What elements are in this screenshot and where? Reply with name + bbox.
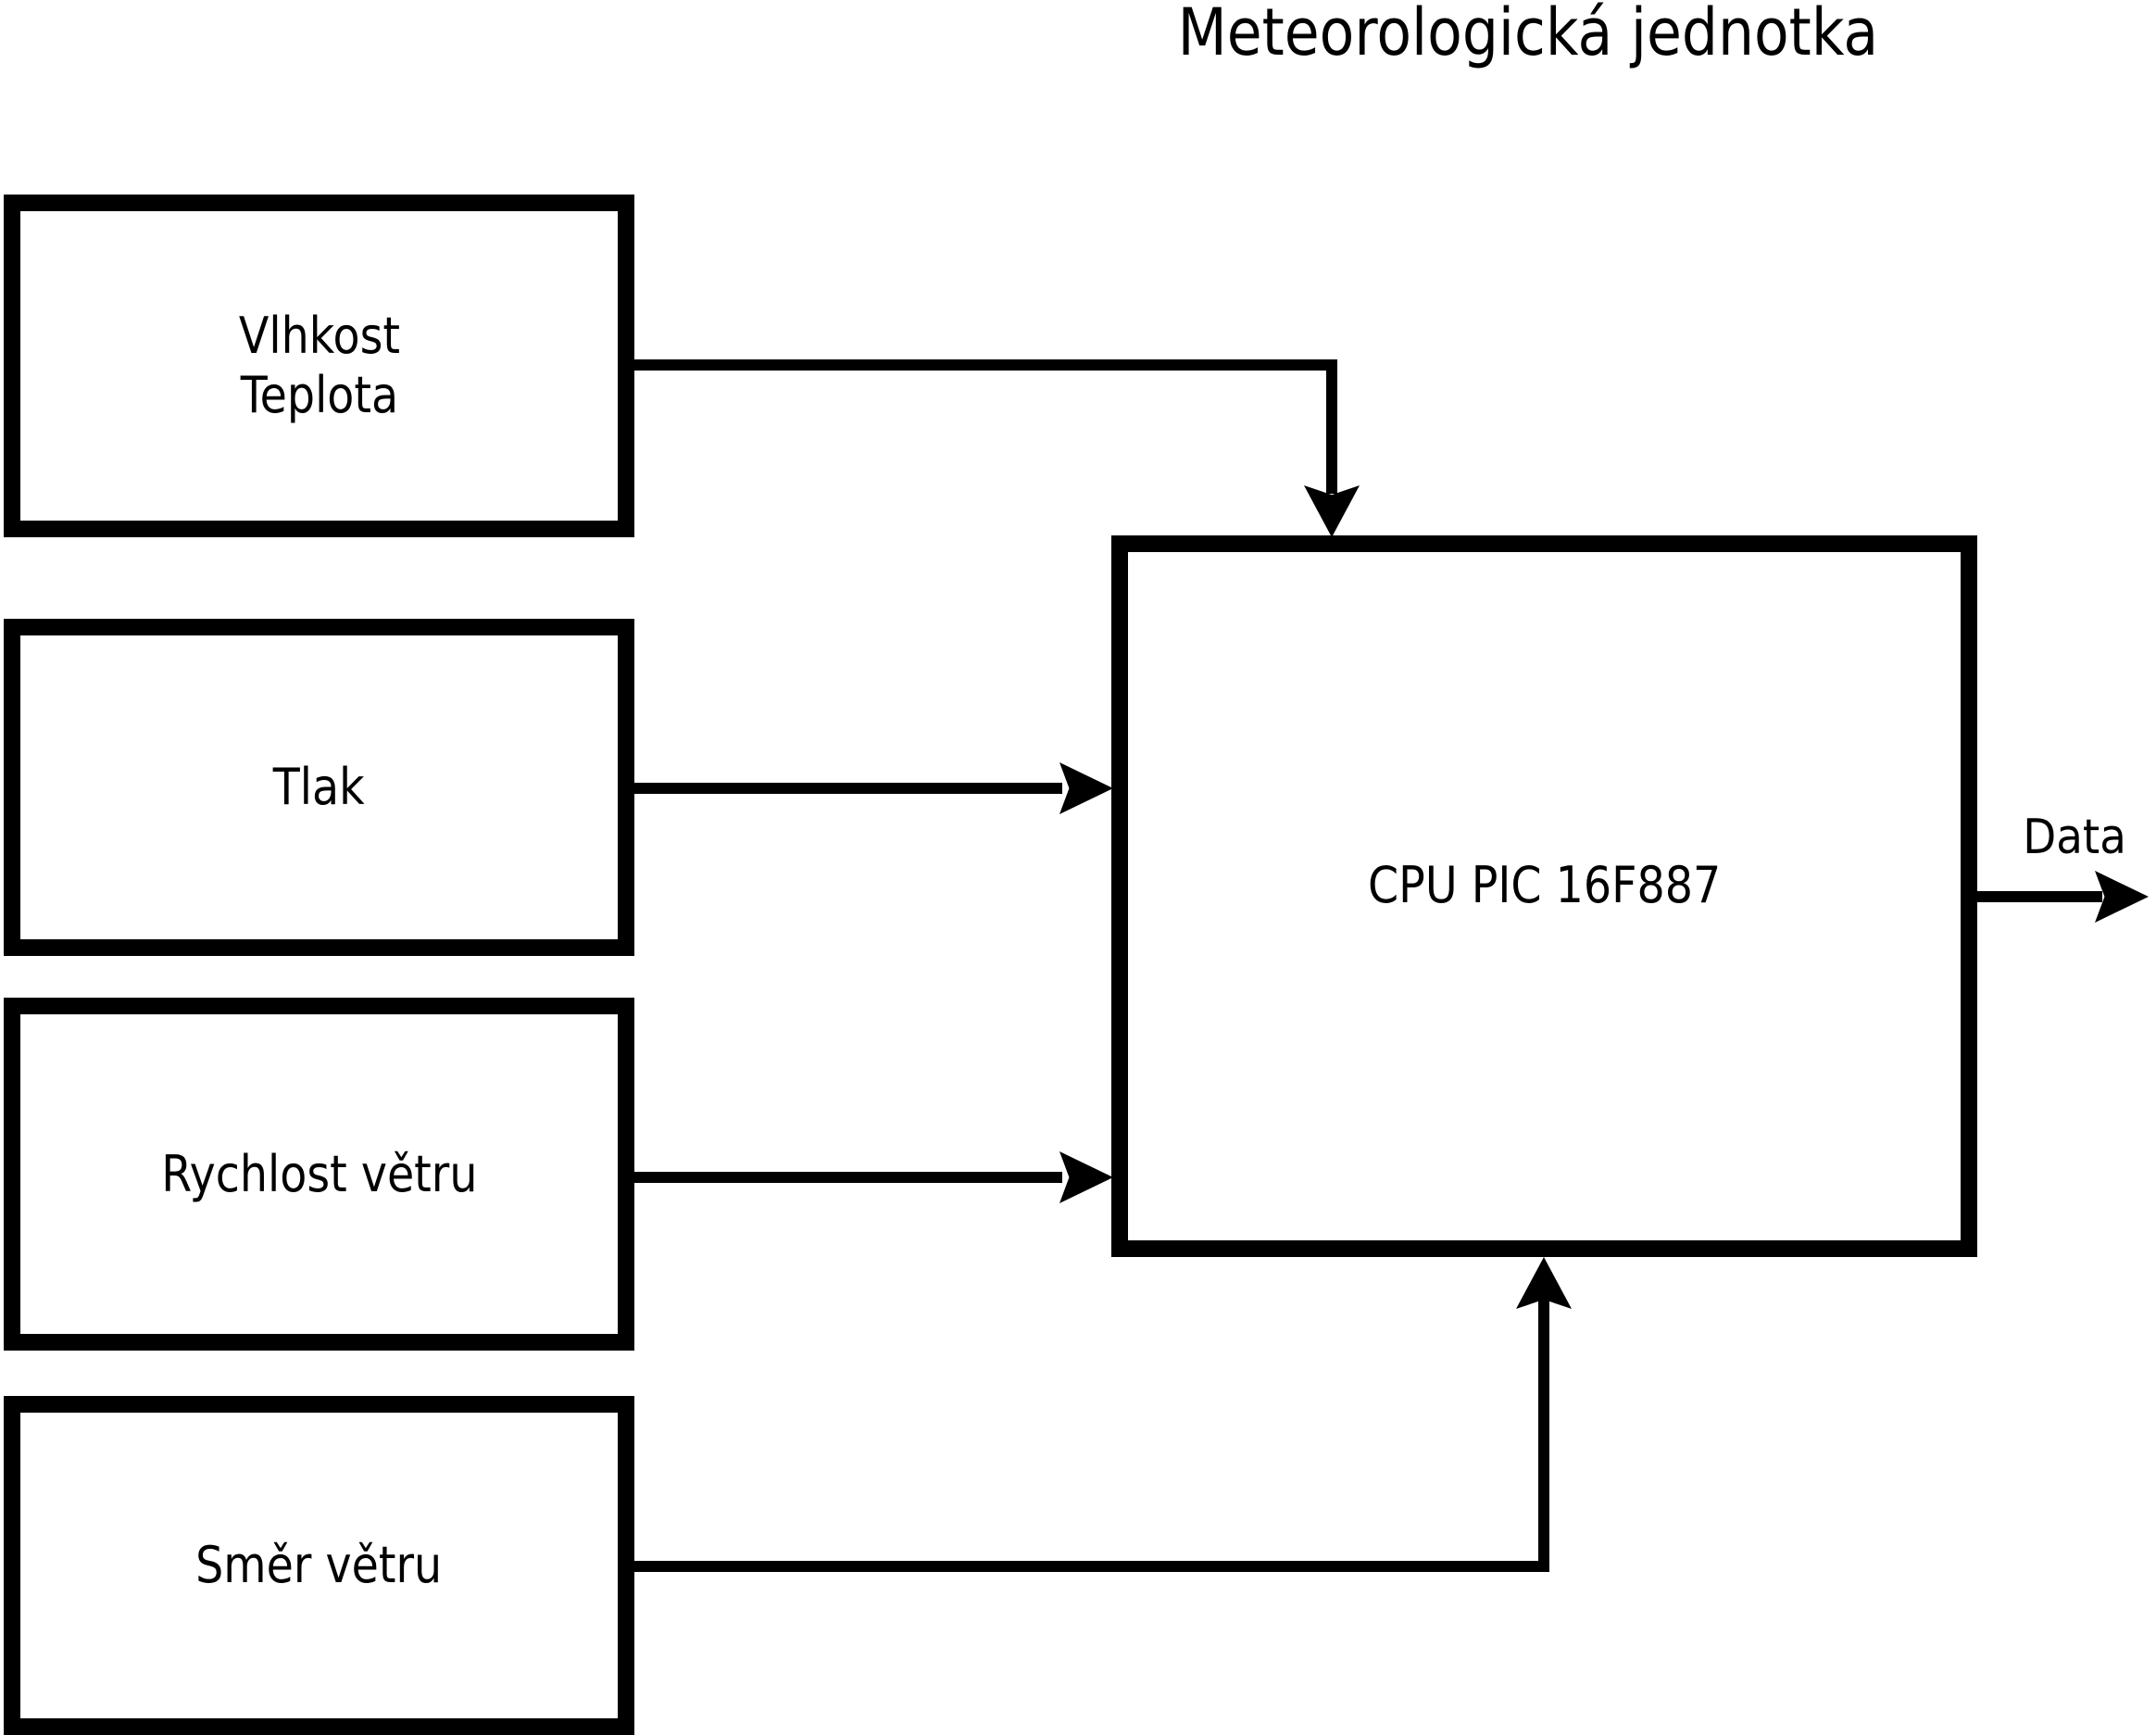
temperature-label-line: Teplota — [240, 366, 398, 424]
page-title-text: Meteorologická jednotka — [1177, 0, 1879, 70]
sensor-box-pressure: Tlak — [4, 619, 634, 956]
sensor-box-wind-direction: Směr větru — [4, 1396, 634, 1735]
connector-pressure-line — [634, 783, 1062, 794]
sensor-box-wind-direction-label: Směr větru — [195, 1536, 443, 1595]
arrow-right-icon — [1059, 762, 1113, 814]
connector-wind-direction-horizontal-line — [634, 1561, 1549, 1572]
sensor-box-wind-speed-label: Rychlost větru — [160, 1144, 478, 1203]
connector-wind-speed-line — [634, 1172, 1062, 1183]
arrow-right-icon — [2095, 871, 2149, 923]
sensor-box-humidity-temperature: Vlhkost Teplota — [4, 195, 634, 537]
data-output-label-text: Data — [2023, 810, 2126, 865]
output-data-line — [1977, 891, 2102, 902]
cpu-box: CPU PIC 16F887 — [1111, 535, 1977, 1257]
connector-humidity-vertical-line — [1326, 359, 1337, 494]
cpu-box-label: CPU PIC 16F887 — [1367, 855, 1722, 914]
sensor-box-wind-speed: Rychlost větru — [4, 998, 634, 1351]
connector-humidity-horizontal-line — [634, 359, 1337, 371]
arrow-right-icon — [1059, 1151, 1113, 1203]
sensor-box-humidity-temperature-label: Vlhkost Teplota — [238, 307, 399, 424]
humidity-label-line: Vlhkost — [238, 307, 400, 366]
sensor-box-pressure-label: Tlak — [273, 758, 365, 817]
page-title: Meteorologická jednotka — [1009, 0, 2047, 65]
connector-wind-direction-vertical-line — [1538, 1299, 1549, 1572]
data-output-label: Data — [1999, 813, 2150, 861]
